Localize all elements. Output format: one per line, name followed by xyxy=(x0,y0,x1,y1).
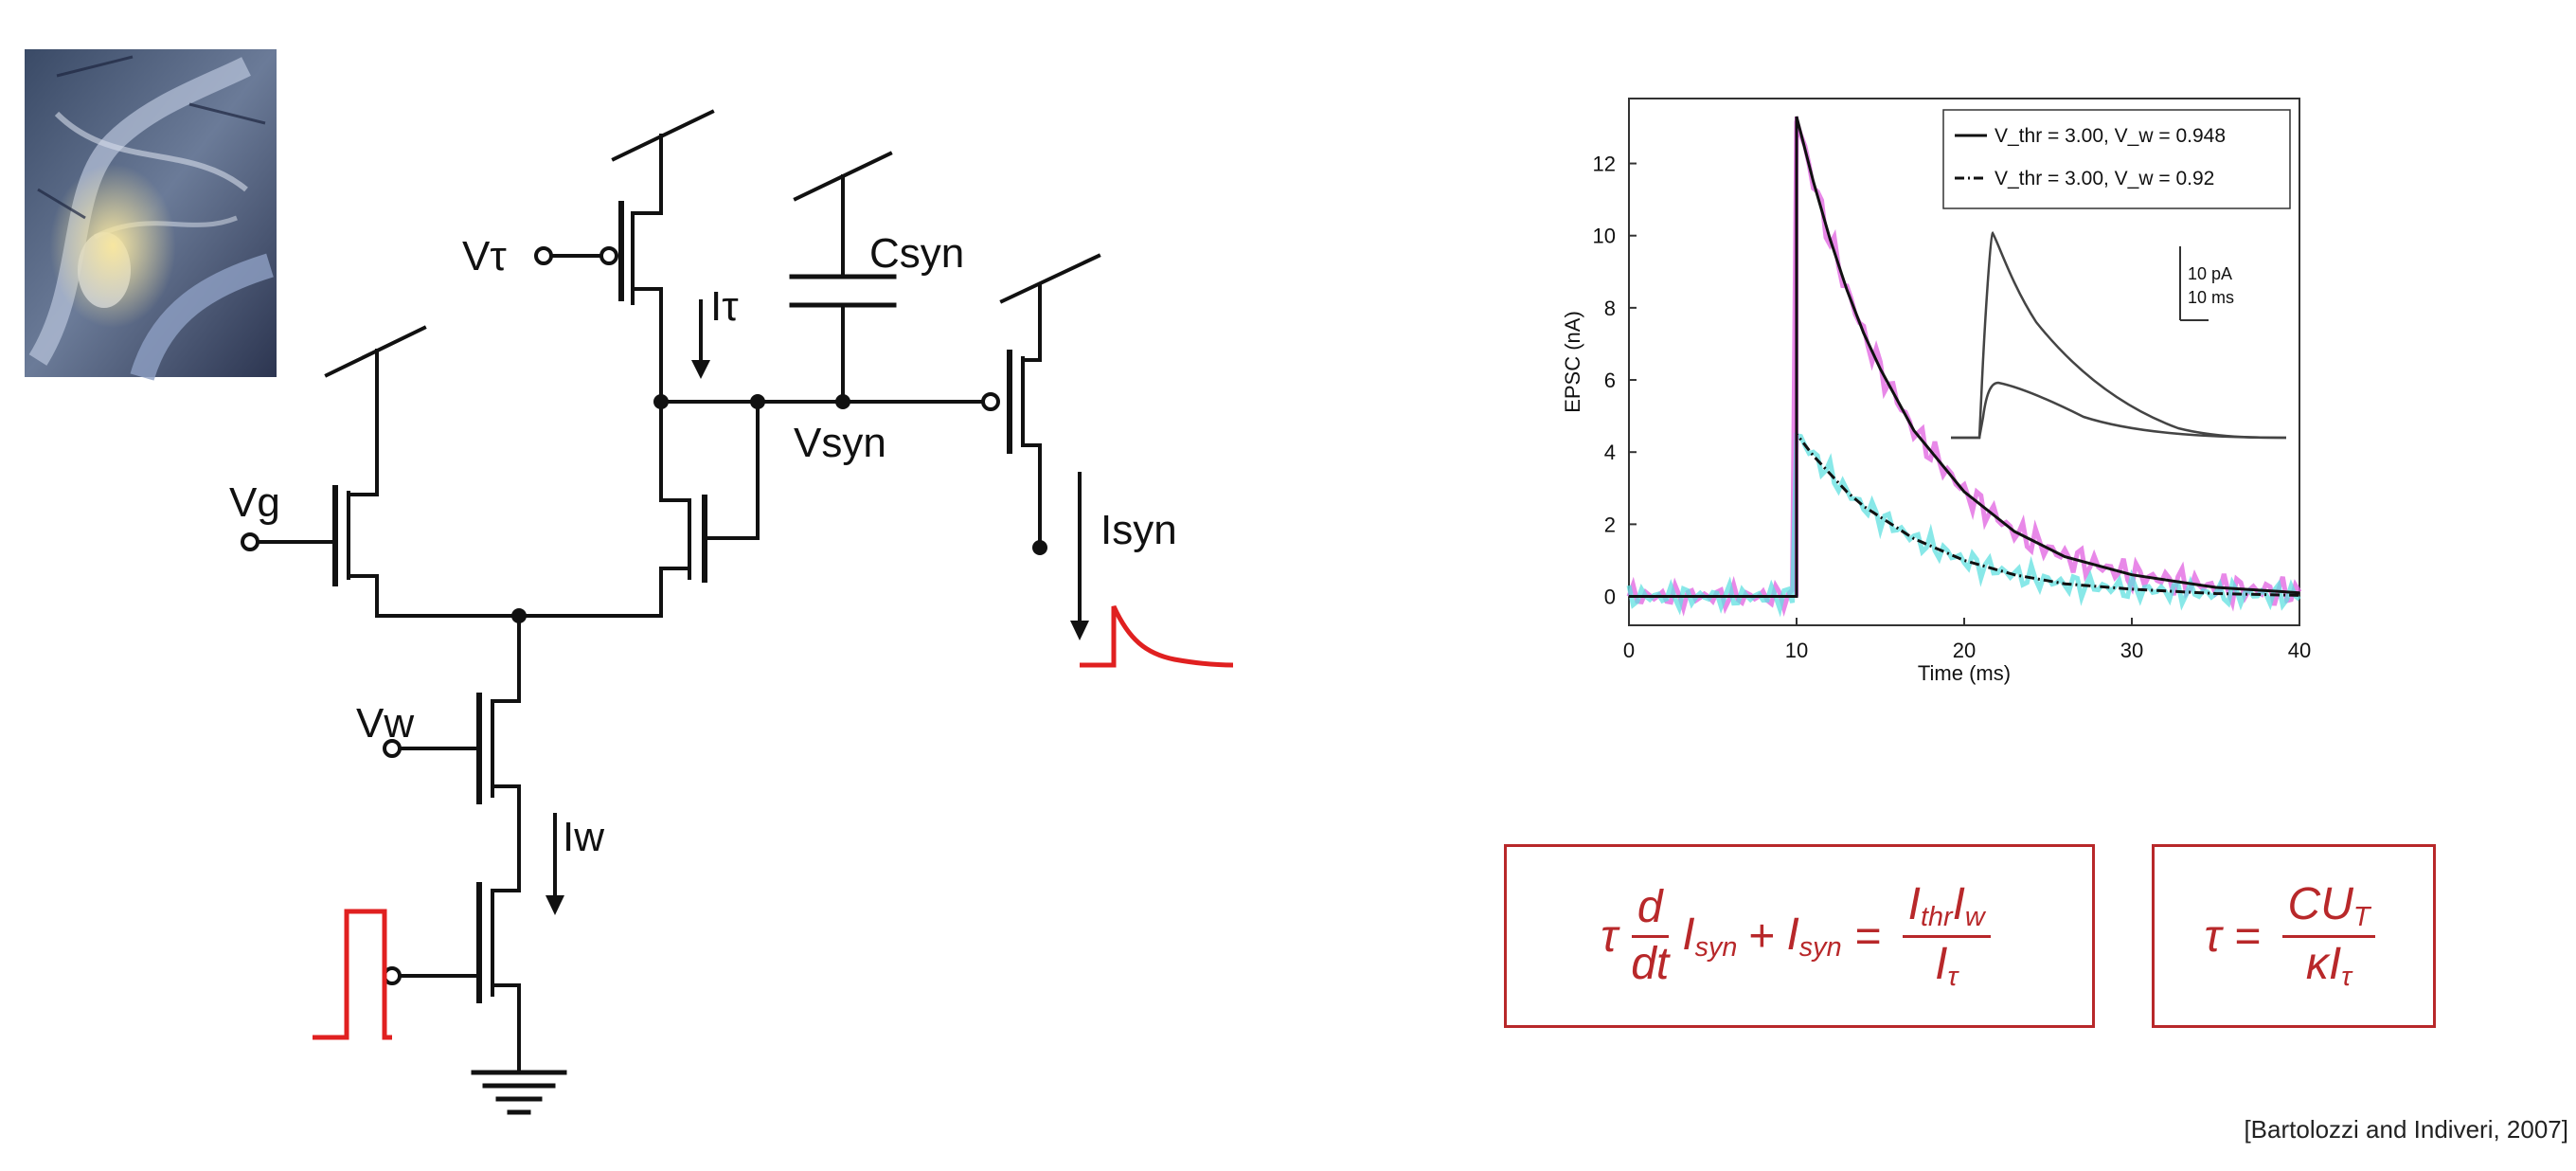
epsc-chart: 0 10 20 30 40 0 2 4 6 8 10 12 EPSC (nA) Time (ms) V… xyxy=(1561,98,2312,685)
vg-terminal xyxy=(241,532,259,551)
eq2-numerator: CUT xyxy=(2281,879,2376,938)
output-epsc-waveform xyxy=(1080,604,1234,668)
series-line-1 xyxy=(1629,116,2300,599)
y-tick-label-4: 8 xyxy=(1604,297,1616,320)
vtau-gate-bubble xyxy=(599,246,618,265)
chart-series-group xyxy=(1629,116,2300,599)
eq1-isyn-2: Isyn xyxy=(1786,909,1842,964)
x-tick-label-3: 30 xyxy=(2120,639,2143,662)
y-tick-label-6: 12 xyxy=(1593,153,1616,176)
y-tick-label-5: 10 xyxy=(1593,225,1616,248)
chart-legend: V_thr = 3.00, V_w = 0.948 V_thr = 3.00, … xyxy=(1942,109,2291,209)
neuron-illustration xyxy=(25,49,277,381)
eq1-plus: + xyxy=(1748,910,1776,962)
eq1-dt: dt xyxy=(1631,938,1670,989)
synapse-circuit xyxy=(241,109,1101,1115)
legend-entry-series-1: V_thr = 3.00, V_w = 0.948 xyxy=(1995,125,2226,147)
eq1-tau: τ xyxy=(1601,910,1619,962)
label-csyn: Csyn xyxy=(869,230,964,277)
label-vg: Vg xyxy=(229,479,280,526)
label-vw: Vw xyxy=(356,700,414,747)
inset-scale-ms: 10 ms xyxy=(2188,288,2234,307)
equation-box-dynamics: τ d dt Isyn + Isyn = IthrIw Iτ xyxy=(1504,844,2095,1028)
y-tick-label-2: 4 xyxy=(1604,441,1616,464)
isyn-gate-bubble xyxy=(981,392,1000,411)
eq1-fraction: IthrIw Iτ xyxy=(1902,879,1991,993)
label-vtau: Vτ xyxy=(462,233,507,279)
label-itau: Iτ xyxy=(710,283,739,330)
eq1-d: d xyxy=(1631,882,1669,938)
label-vsyn: Vsyn xyxy=(794,420,886,466)
eq1-isyn-1: Isyn xyxy=(1682,909,1738,964)
y-tick-label-0: 0 xyxy=(1604,586,1616,609)
citation: [Bartolozzi and Indiveri, 2007] xyxy=(2244,1115,2568,1144)
equation-box-tau: τ = CUT κIτ xyxy=(2152,844,2436,1028)
chart-y-axis-label: EPSC (nA) xyxy=(1561,311,1584,413)
inset-scale-pa: 10 pA xyxy=(2188,264,2232,283)
eq1-derivative: d dt xyxy=(1625,882,1674,990)
x-tick-label-2: 20 xyxy=(1953,639,1976,662)
inset-trace-small xyxy=(1951,381,2287,440)
label-isyn: Isyn xyxy=(1100,507,1177,553)
label-iw: Iw xyxy=(563,814,604,860)
chart-inset: 10 pA 10 ms xyxy=(1951,230,2287,440)
x-tick-label-4: 40 xyxy=(2288,639,2311,662)
eq1-equals: = xyxy=(1854,910,1882,962)
x-tick-label-1: 10 xyxy=(1785,639,1808,662)
vtau-terminal xyxy=(534,246,553,265)
x-tick-label-0: 0 xyxy=(1623,639,1635,662)
legend-entry-series-2: V_thr = 3.00, V_w = 0.92 xyxy=(1995,168,2214,189)
eq1-numerator: IthrIw xyxy=(1902,879,1991,938)
supply-rail-isyn xyxy=(999,253,1101,304)
eq2-fraction: CUT κIτ xyxy=(2281,879,2376,993)
y-tick-label-1: 2 xyxy=(1604,513,1616,536)
input-pulse-waveform xyxy=(313,909,392,1040)
chart-x-axis-label: Time (ms) xyxy=(1918,661,2011,685)
chart-ticks: 0 10 20 30 40 0 2 4 6 8 10 12 xyxy=(1593,153,2312,662)
y-tick-label-3: 6 xyxy=(1604,369,1616,392)
eq2-tau: τ xyxy=(2204,910,2222,962)
inset-trace-large xyxy=(1951,230,2287,440)
eq2-denominator: κIτ xyxy=(2305,938,2352,992)
eq1-denominator: Iτ xyxy=(1935,938,1959,992)
ground-symbol xyxy=(471,1070,567,1115)
eq2-equals: = xyxy=(2234,910,2262,962)
vw-terminal xyxy=(383,739,402,758)
noise-band-series-2 xyxy=(1626,432,2301,618)
